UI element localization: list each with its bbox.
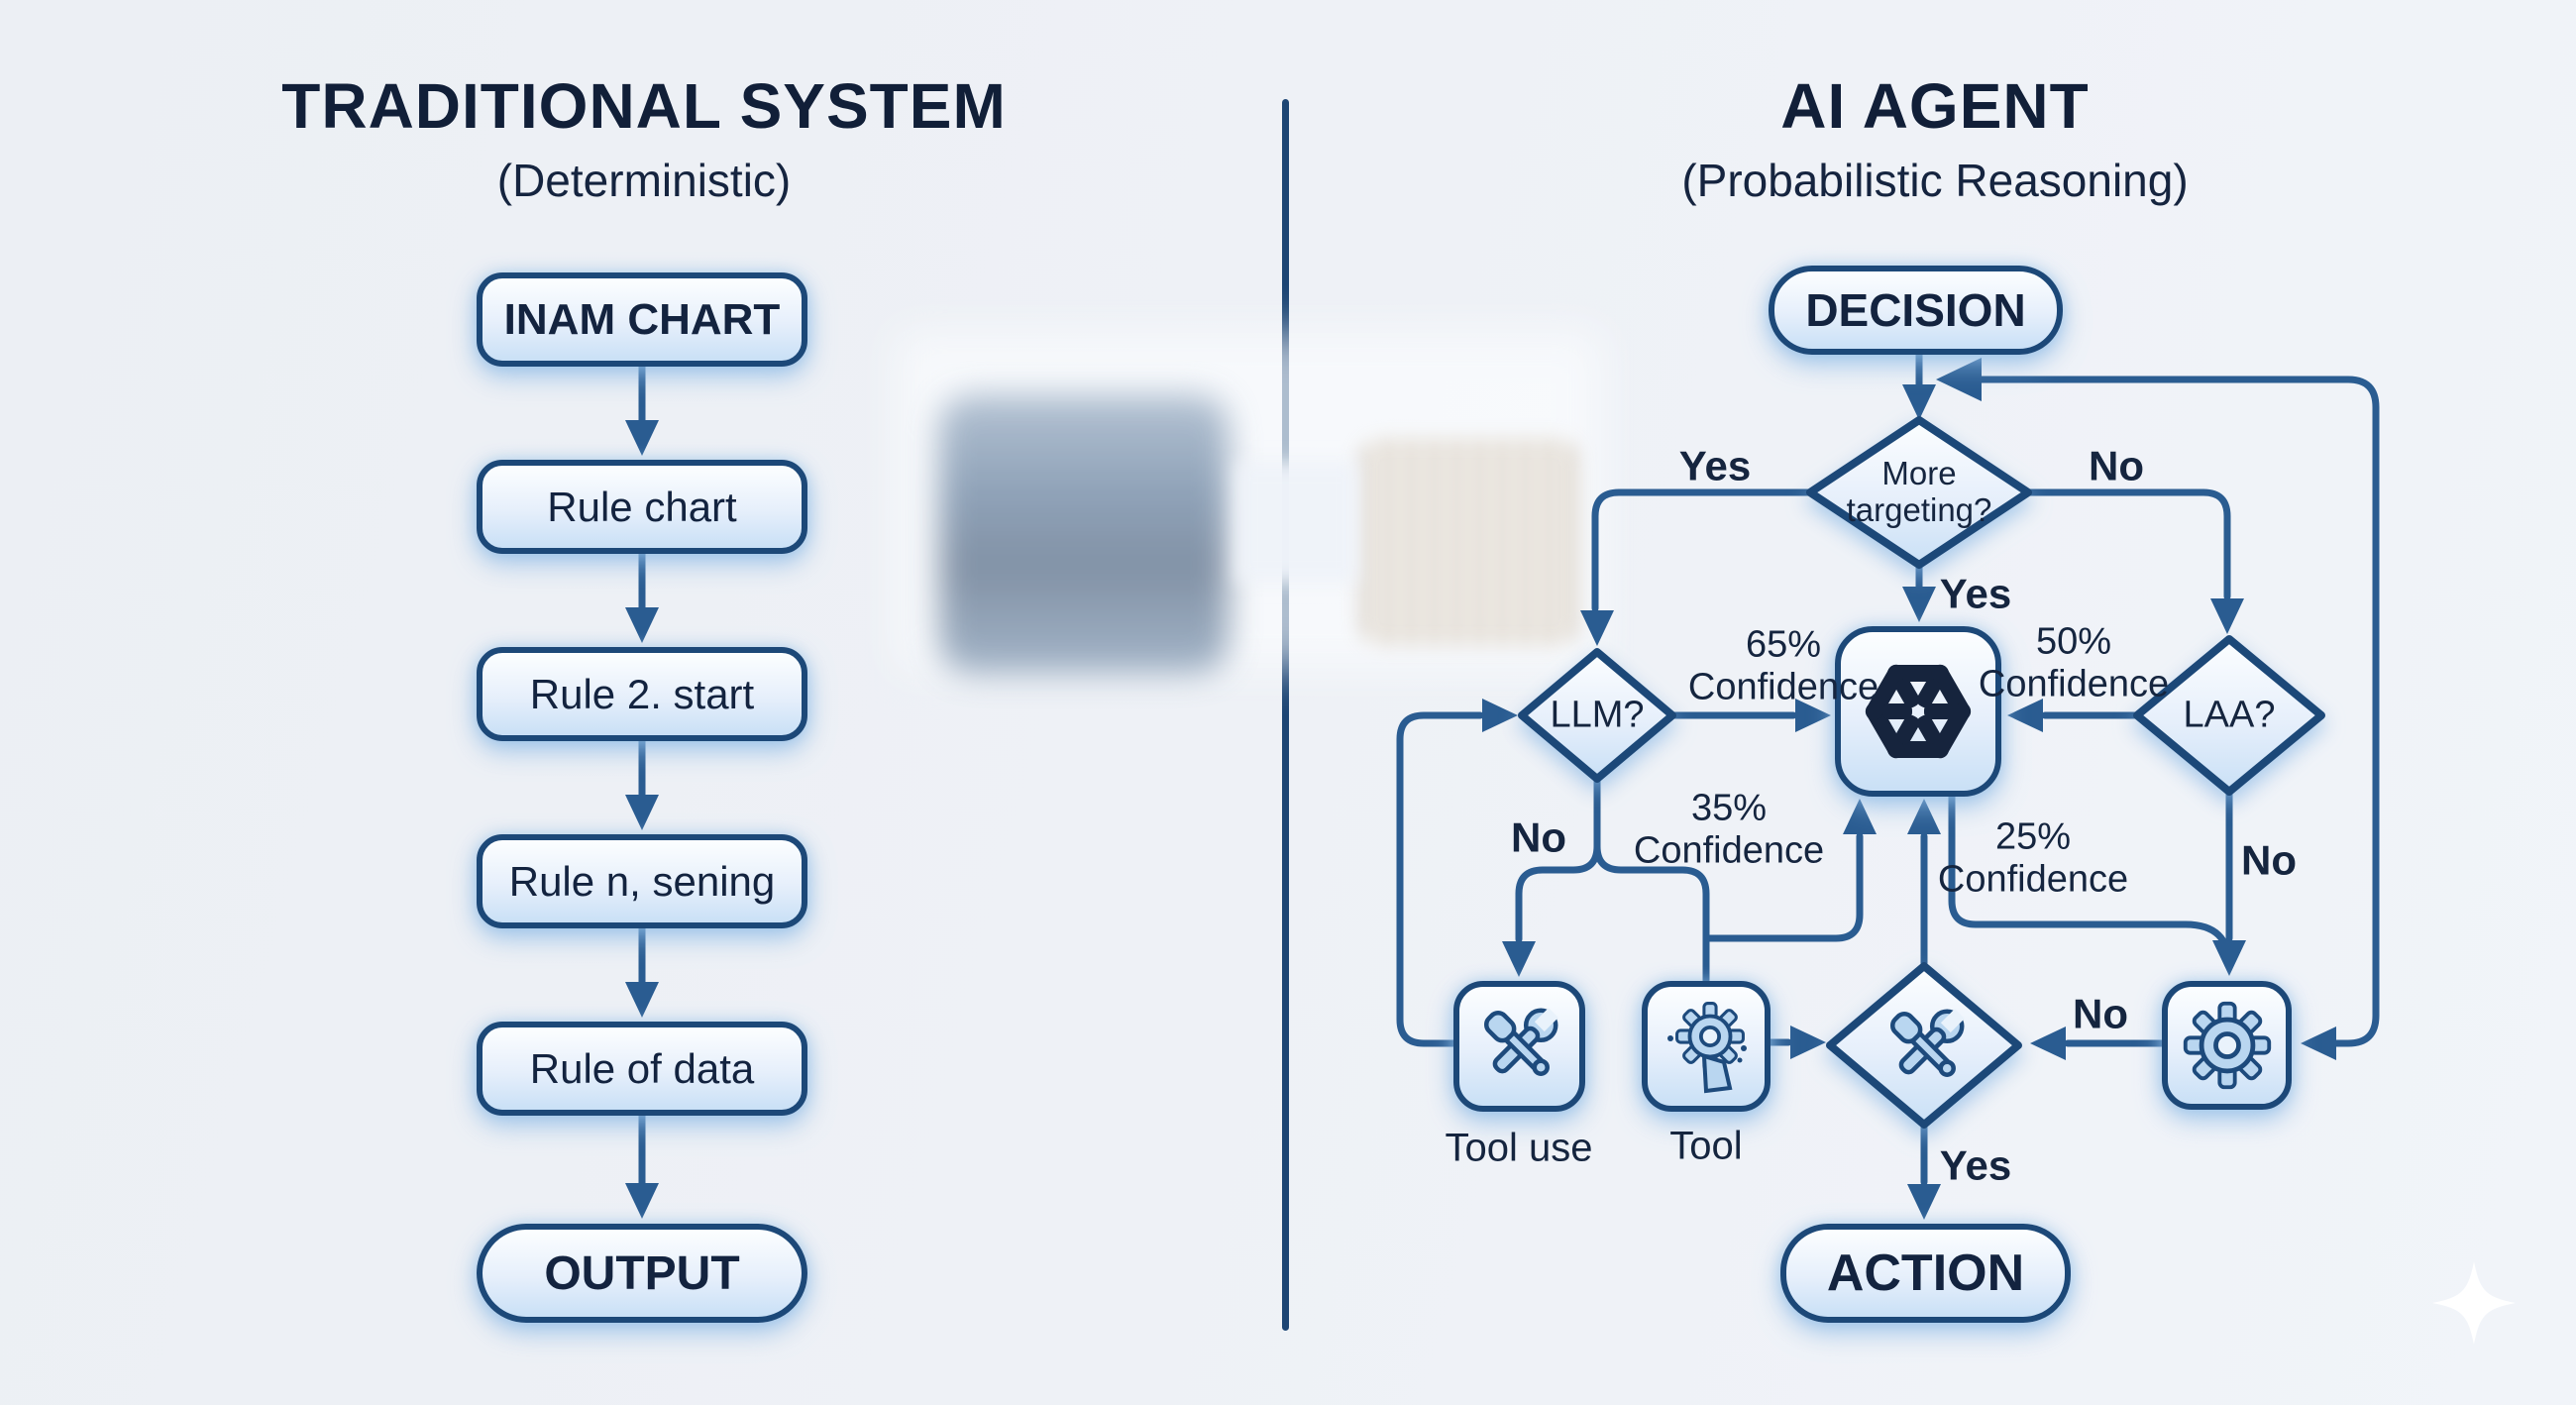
blur-artifact-divider-gap [1236,462,1357,583]
confidence-word: Confidence [1687,666,1879,707]
flow-box-label: Rule of data [529,1044,755,1092]
flow-box-label: Rule n, sening [508,857,776,905]
right-feedback-loop [1974,376,2380,1047]
flow-box-output: OUTPUT [477,1224,807,1323]
confidence-50-label: 50% Confidence [1979,620,2169,704]
no-branch-line [2024,488,2231,600]
tool-caption: Tool [1669,1124,1743,1168]
llm-label: LLM? [1550,694,1645,736]
no-gear-label: No [2073,990,2128,1037]
flow-box-rule-2: Rule 2. start [477,647,807,741]
decision-label: DECISION [1805,284,2026,336]
yes-bottom-label: Yes [1939,1141,2012,1189]
right-panel-subtitle: (Probabilistic Reasoning) [1681,155,2189,206]
flow-box-rule-n: Rule n, sening [477,834,807,928]
flow-box-input: INAM CHART [477,272,807,367]
wrench-screwdriver-icon [1470,997,1569,1096]
blur-artifact-left-blob [939,394,1229,674]
action-label: ACTION [1826,1244,2025,1302]
action-node: ACTION [1780,1224,2071,1323]
more-targeting-label: More targeting? [1846,455,1992,529]
confidence-word: Confidence [1978,663,2170,704]
left-panel-title: TRADITIONAL SYSTEM [281,70,1007,142]
confidence-pct: 25% [1994,815,2072,858]
no-laa-label: No [2241,836,2297,884]
wrench-screwdriver-icon [1889,1003,1971,1080]
no-branch-label: No [2089,442,2144,489]
confidence-word: Confidence [1937,858,2129,900]
panel-divider [1282,99,1289,1331]
gear-node [2162,981,2292,1110]
right-panel-title: AI AGENT [1780,70,2090,142]
gear-hand-icon [1657,997,1756,1096]
tool-node [1642,981,1771,1112]
yes-mid-label: Yes [1939,570,2012,617]
no-llm-label: No [1511,813,1566,861]
tool-use-node [1453,981,1585,1112]
confidence-25-label: 25% Confidence [1938,815,2128,900]
flow-box-label: INAM CHART [503,294,781,344]
laa-label: LAA? [2183,694,2276,736]
confidence-word: Confidence [1633,829,1825,871]
decision-node: DECISION [1769,266,2063,355]
confidence-pct: 65% [1745,623,1822,666]
feedback-arrowhead [1936,358,1982,401]
gear-icon [2180,998,2275,1093]
blur-artifact-stripes [1359,438,1579,646]
confidence-35-label: 35% Confidence [1634,787,1824,871]
more-targeting-line2: targeting? [1846,491,1992,528]
more-targeting-line1: More [1881,455,1957,492]
flow-box-label: OUTPUT [544,1246,740,1300]
confidence-pct: 35% [1690,787,1768,829]
yes-branch-label: Yes [1678,442,1752,489]
confidence-pct: 50% [2035,620,2112,663]
flow-box-label: Rule 2. start [529,670,755,717]
flow-box-rule-1: Rule chart [477,460,807,554]
tool-use-caption: Tool use [1445,1126,1593,1170]
tools-diamond [1826,962,2022,1129]
left-panel-subtitle: (Deterministic) [496,155,792,206]
yes-branch-line [1591,488,1814,612]
flow-box-label: Rule chart [547,483,737,530]
confidence-65-label: 65% Confidence [1688,623,1878,707]
sparkle-icon [2432,1261,2516,1345]
flow-box-rule-data: Rule of data [477,1022,807,1116]
